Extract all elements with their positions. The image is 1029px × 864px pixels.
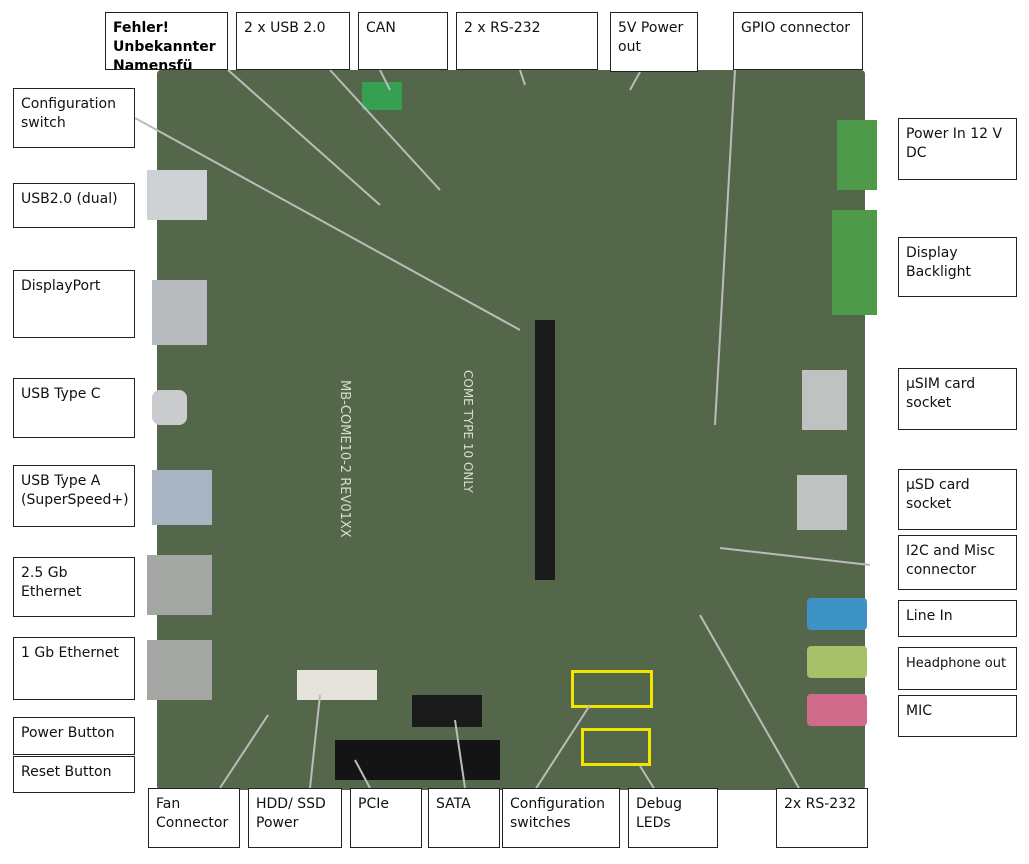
line-in-jack <box>807 598 867 630</box>
label-usim: µSIM card socket <box>898 368 1017 430</box>
label-pcie: PCIe <box>350 788 422 848</box>
label-rs232-top: 2 x RS-232 <box>456 12 598 70</box>
usbc-port <box>152 390 187 425</box>
config-switches-highlight <box>571 670 653 708</box>
label-usb20-2x: 2 x USB 2.0 <box>236 12 350 70</box>
label-debug-leds: Debug LEDs <box>628 788 718 848</box>
displayport-port <box>152 280 207 345</box>
debug-leds-highlight <box>581 728 651 766</box>
label-hdd-power: HDD/ SSD Power <box>248 788 342 848</box>
label-5v-power-out: 5V Power out <box>610 12 698 72</box>
power-in-connector <box>837 120 877 190</box>
label-mic: MIC <box>898 695 1017 737</box>
mic-jack <box>807 694 867 726</box>
label-i2c: I2C and Misc connector <box>898 535 1017 590</box>
label-eth-1: 1 Gb Ethernet <box>13 637 135 700</box>
ethernet-1-port <box>147 640 212 700</box>
label-sata: SATA <box>428 788 500 848</box>
ethernet-25-port <box>147 555 212 615</box>
usb2-port <box>147 170 207 220</box>
label-usd: µSD card socket <box>898 469 1017 530</box>
label-displayport: DisplayPort <box>13 270 135 338</box>
label-reset-button: Reset Button <box>13 756 135 793</box>
label-usb20-dual: USB2.0 (dual) <box>13 183 135 228</box>
label-error-reference: Fehler! Unbekannter Namensfü <box>105 12 228 70</box>
headphone-jack <box>807 646 867 678</box>
backlight-connector <box>832 210 877 315</box>
hdd-power-connector <box>297 670 377 700</box>
label-eth-25: 2.5 Gb Ethernet <box>13 557 135 617</box>
can-connector <box>362 82 402 110</box>
label-line-in: Line In <box>898 600 1017 637</box>
label-fan: Fan Connector <box>148 788 240 848</box>
label-power-button: Power Button <box>13 717 135 755</box>
sata-connector <box>412 695 482 727</box>
label-usb-type-a: USB Type A (SuperSpeed+) <box>13 465 135 527</box>
label-power-in: Power In 12 V DC <box>898 118 1017 180</box>
come-connector <box>535 320 555 580</box>
label-rs232-bottom: 2x RS-232 <box>776 788 868 848</box>
label-backlight: Display Backlight <box>898 237 1017 297</box>
label-config-switch: Configuration switch <box>13 88 135 148</box>
label-config-switches: Configuration switches <box>502 788 620 848</box>
usd-socket <box>797 475 847 530</box>
usba-port <box>152 470 212 525</box>
label-gpio: GPIO connector <box>733 12 863 70</box>
label-headphone: Headphone out <box>898 647 1017 690</box>
label-can: CAN <box>358 12 448 70</box>
usim-socket <box>802 370 847 430</box>
label-usb-type-c: USB Type C <box>13 378 135 438</box>
carrier-board-photo: MB-COME10-2 REV01XX COME TYPE 10 ONLY <box>147 70 877 790</box>
